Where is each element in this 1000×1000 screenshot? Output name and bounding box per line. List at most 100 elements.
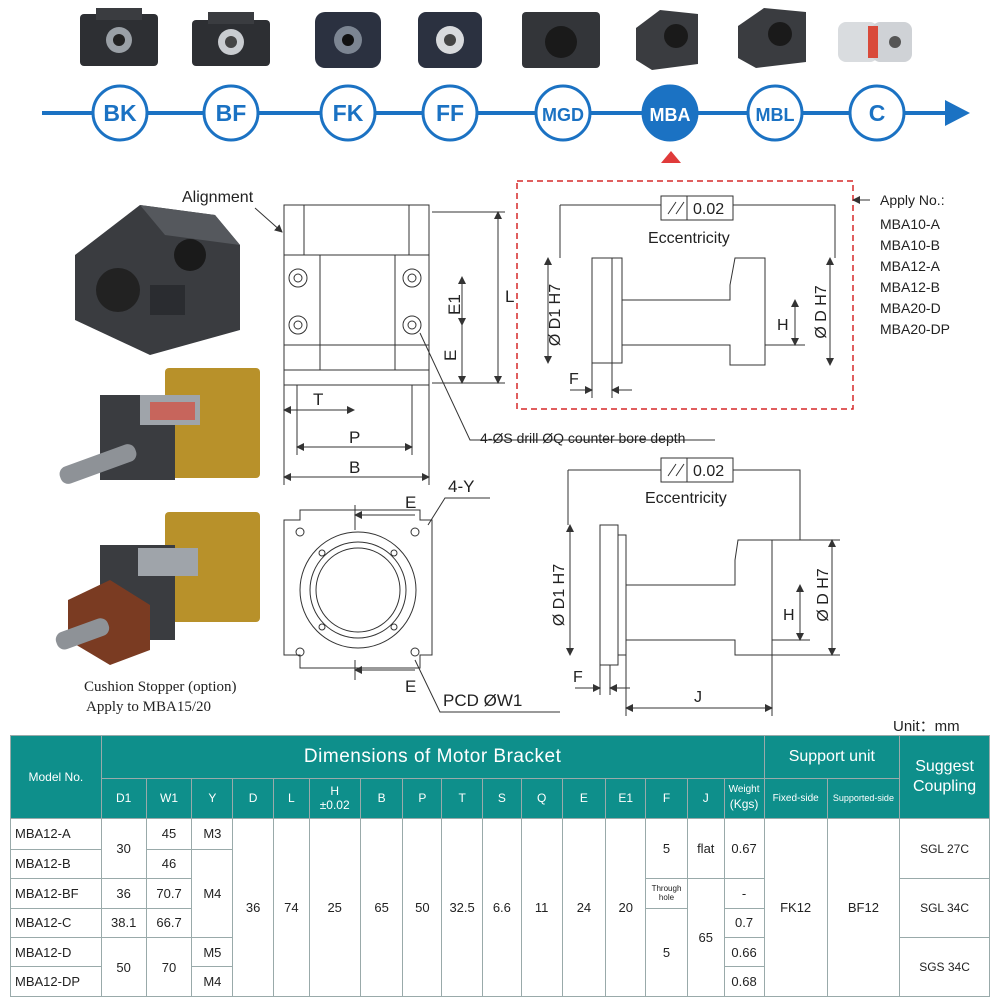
detail-top-labels: 0.02 Eccentricity Ø D1 H7 Ø D H7 H F (547, 201, 830, 388)
dimension-table: Model No. Dimensions of Motor Bracket Su… (10, 734, 990, 998)
table-row: MBA12-A 30 45 M3 36 74 25 65 50 32.5 6.6… (10, 818, 990, 997)
dim-P: P (349, 428, 360, 447)
dim-D-top: Ø D H7 (813, 285, 830, 338)
header-supported-side: Supported-side (826, 777, 901, 820)
cell-D1: 30 (100, 818, 147, 880)
header-dimensions: Dimensions of Motor Bracket (100, 735, 765, 779)
header-fixed-side: Fixed-side (763, 777, 828, 820)
series-tab-ff[interactable]: FF (421, 84, 479, 142)
top-view-drawing (283, 497, 560, 713)
cell-Y: M4 (191, 848, 234, 939)
header-weight-unit: (Kgs) (729, 797, 759, 812)
dim-J-bottom: J (694, 689, 702, 706)
cell-J: 65 (686, 878, 725, 997)
cell-W1: 70.7 (145, 878, 193, 909)
cell-D1: 50 (100, 937, 147, 997)
cell-P: 50 (402, 818, 443, 997)
header-F: F (645, 777, 688, 820)
cushion-stopper-photo (55, 512, 260, 665)
apply-title: Apply No.: (880, 192, 945, 208)
cell-D1: 38.1 (100, 907, 147, 939)
dim-L: L (505, 287, 514, 306)
series-tab-fk[interactable]: FK (319, 84, 377, 142)
cell-weight: - (723, 878, 765, 909)
model-cell: MBA12-A (10, 818, 102, 850)
series-tab-circle (202, 84, 260, 142)
cell-D1: 36 (100, 878, 147, 909)
series-tab-label: FK (333, 100, 364, 126)
cell-Y: M5 (191, 937, 234, 968)
dim-4-Y: 4-Y (448, 477, 474, 496)
header-B: B (359, 777, 404, 820)
series-tab-mbl[interactable]: MBL (746, 84, 804, 142)
dim-PCD: PCD ØW1 (443, 691, 522, 710)
ff-thumbnail (418, 12, 482, 68)
table-row: MBA12-D 50 70 M5 0.66 SGS 34C (10, 937, 990, 997)
dim-D1-bottom: Ø D1 H7 (551, 564, 568, 626)
header-L: L (273, 777, 310, 820)
cell-S: 6.6 (482, 818, 522, 997)
table-row: MBA12-DP M4 0.68 (10, 966, 990, 997)
bk-thumbnail (80, 8, 158, 66)
cell-L: 74 (273, 818, 310, 997)
apply-item: MBA10-B (880, 237, 940, 253)
dim-T: T (313, 390, 323, 409)
header-Q: Q (520, 777, 563, 820)
bracket-photo (75, 205, 240, 355)
header-H-label: H (330, 784, 340, 799)
series-tab-bf[interactable]: BF (202, 84, 260, 142)
alignment-label: Alignment (182, 189, 254, 206)
header-weight-label: Weight (728, 784, 760, 796)
cell-coupling: SGS 34C (899, 937, 990, 997)
cell-H: 25 (308, 818, 361, 997)
header-E: E (561, 777, 607, 820)
red-dashed-frame (516, 180, 854, 410)
active-marker-icon (661, 151, 681, 163)
dim-E-side: E (441, 350, 460, 361)
model-cell: MBA12-DP (10, 966, 102, 997)
header-D1: D1 (100, 777, 147, 820)
series-tab-mba[interactable]: MBA (641, 84, 699, 142)
front-view-drawing: Alignment (182, 189, 715, 485)
cell-D: 36 (232, 818, 275, 997)
table-row: MBA12-BF 36 70.7 Through hole 65 - SGL 3… (10, 878, 990, 997)
header-H-tol: ±0.02 (319, 798, 350, 813)
dim-H-bottom: H (783, 607, 795, 624)
series-tab-circle (91, 84, 149, 142)
series-tab-c[interactable]: C (848, 84, 906, 142)
cushion-note-1: Cushion Stopper (option) (84, 679, 237, 695)
series-tab-circle (421, 84, 479, 142)
cell-Y: M3 (191, 818, 234, 850)
mgd-thumbnail (522, 12, 600, 68)
series-tab-label: MBL (756, 105, 795, 125)
series-tab-label: MGD (542, 105, 584, 125)
cell-coupling: SGL 27C (899, 818, 990, 880)
series-tab-bk[interactable]: BK (91, 84, 149, 142)
header-S: S (482, 777, 522, 820)
apply-item: MBA12-B (880, 279, 940, 295)
cell-weight: 0.67 (723, 818, 765, 880)
header-weight: Weight(Kgs) (723, 777, 765, 820)
series-arrow-icon (945, 100, 970, 126)
apply-item: MBA10-A (880, 216, 941, 232)
cell-Y: M4 (191, 966, 234, 997)
dim-B: B (349, 458, 360, 477)
header-coupling: Suggest Coupling (899, 734, 990, 820)
cell-F: 5 (645, 907, 688, 998)
apply-item: MBA20-DP (880, 321, 950, 337)
header-J: J (686, 777, 725, 820)
top-view-labels: E 4-Y E PCD ØW1 (405, 477, 522, 710)
cell-W1: 45 (145, 818, 193, 850)
header-Y: Y (191, 777, 234, 820)
cell-F: 5 (645, 818, 688, 880)
header-support: Support unit (763, 735, 901, 779)
mba-thumbnail (636, 10, 698, 70)
dim-H-top: H (777, 317, 789, 334)
series-tab-mgd[interactable]: MGD (534, 84, 592, 142)
cell-weight: 0.66 (723, 937, 765, 968)
series-tab-circle (534, 84, 592, 142)
header-model: Model No. (10, 734, 102, 820)
assembly-photo (59, 368, 260, 484)
front-view-labels: L E1 E T P B 4-ØS drill ØQ counter bore … (313, 287, 685, 477)
